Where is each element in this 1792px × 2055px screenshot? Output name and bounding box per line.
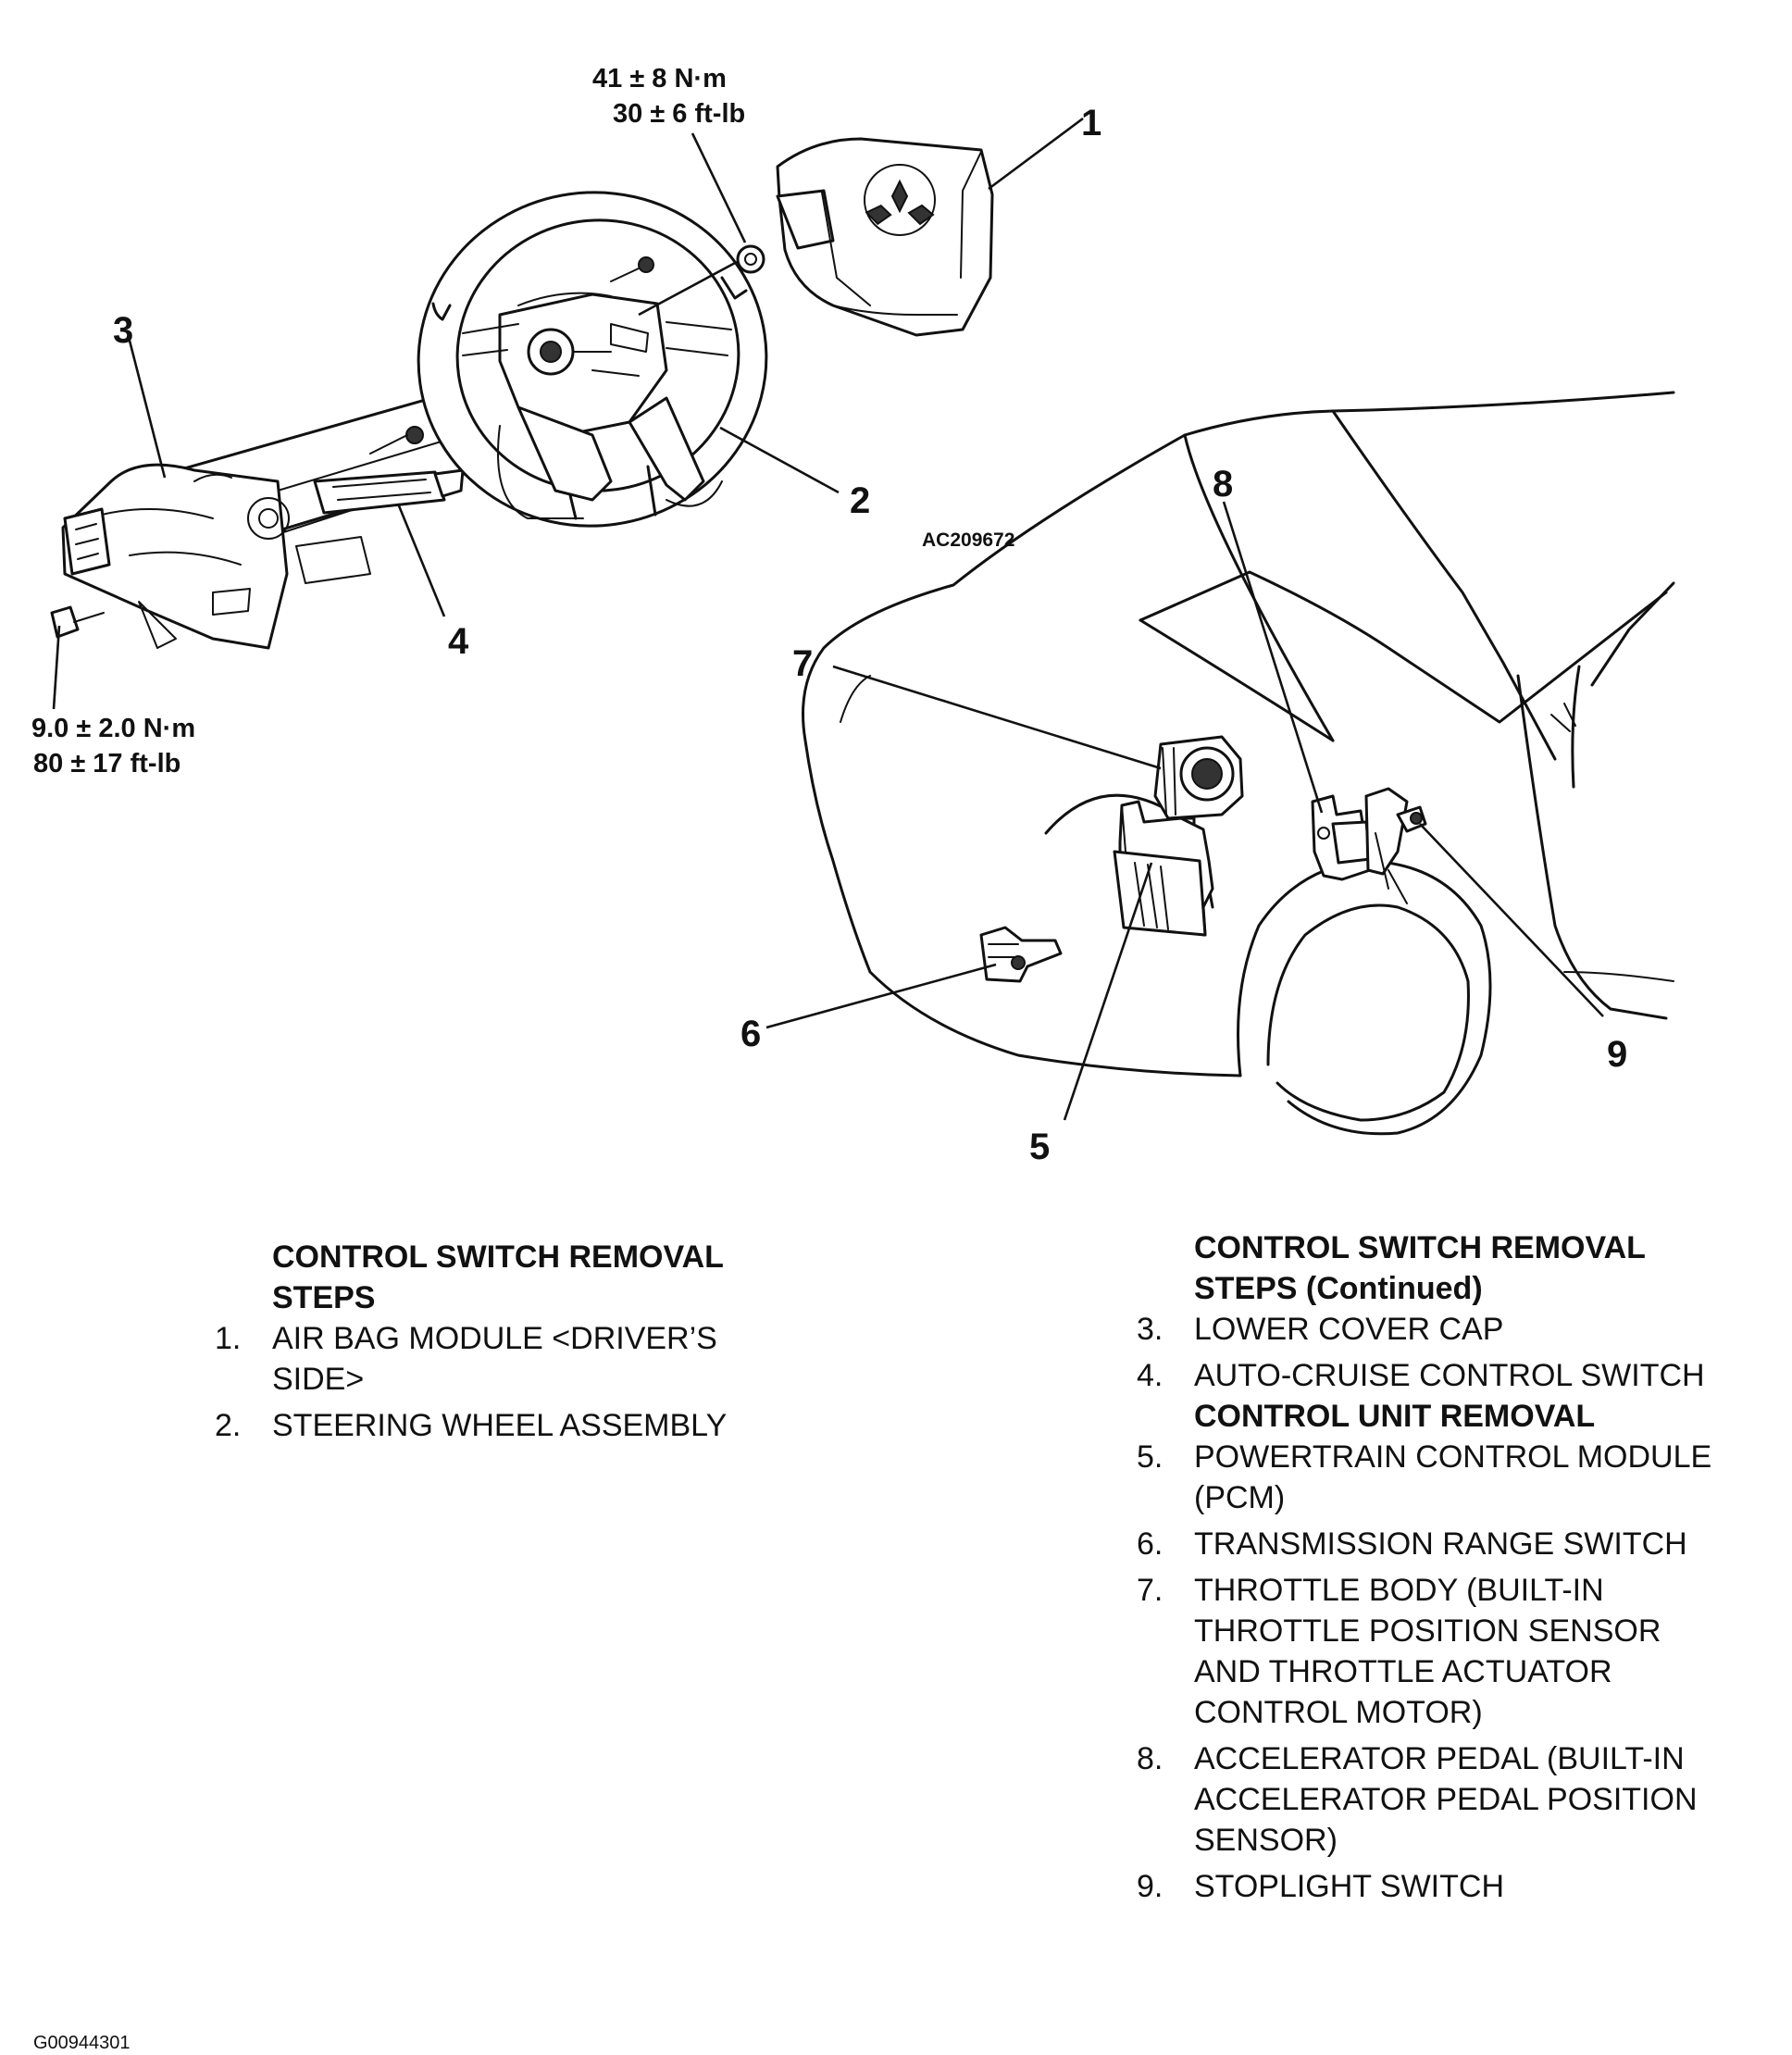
item-text: SENSOR) [1194, 1823, 1338, 1858]
torque-top-metric: 41 ± 8 N·m [592, 64, 727, 93]
accelerator-pedal [1311, 787, 1409, 904]
item-text: POWERTRAIN CONTROL MODULE [1194, 1439, 1712, 1475]
item-text: (PCM) [1194, 1480, 1286, 1515]
right-heading-line-1: CONTROL SWITCH REMOVAL [1194, 1230, 1646, 1265]
item-text: ACCELERATOR PEDAL POSITION [1194, 1782, 1698, 1817]
image-code: G00944301 [33, 2033, 131, 2053]
steering-wheel [417, 191, 768, 528]
item-number: 6. [1137, 1526, 1164, 1562]
callout-5: 5 [1029, 1127, 1050, 1167]
item-text: STEERING WHEEL ASSEMBLY [272, 1408, 728, 1443]
item-text: SIDE> [272, 1362, 365, 1397]
transmission-range-switch [979, 926, 1063, 983]
auto-cruise-switch [313, 426, 465, 515]
item-text: LOWER COVER CAP [1194, 1312, 1504, 1347]
item-text: AIR BAG MODULE <DRIVER’S [272, 1321, 717, 1356]
list-item: 9. STOPLIGHT SWITCH [1137, 1866, 1775, 1907]
item-text: ACCELERATOR PEDAL (BUILT-IN [1194, 1741, 1685, 1776]
callout-4: 4 [448, 621, 469, 662]
list-item: 1. AIR BAG MODULE <DRIVER’S SIDE> [215, 1318, 789, 1400]
item-number: 5. [1137, 1439, 1164, 1475]
steering-nut [638, 132, 765, 317]
item-number: 4. [1137, 1358, 1164, 1393]
right-subheading: CONTROL UNIT REMOVAL [1194, 1399, 1596, 1434]
callout-6: 6 [740, 1014, 761, 1054]
callout-1: 1 [1081, 103, 1101, 143]
torque-top-imperial: 30 ± 6 ft-lb [613, 99, 745, 129]
item-text: AUTO-CRUISE CONTROL SWITCH [1194, 1358, 1705, 1393]
left-heading-line-2: STEPS [272, 1280, 376, 1315]
item-number: 3. [1137, 1312, 1164, 1347]
list-item: 7. THROTTLE BODY (BUILT-IN THROTTLE POSI… [1137, 1570, 1775, 1733]
item-text: THROTTLE POSITION SENSOR [1194, 1613, 1661, 1649]
torque-bottom-imperial: 80 ± 17 ft-lb [33, 749, 180, 778]
callout-3: 3 [113, 310, 133, 351]
figure-reference: AC209672 [922, 529, 1014, 551]
item-text: AND THROTTLE ACTUATOR [1194, 1654, 1612, 1689]
air-bag-module [776, 137, 994, 337]
item-text: STOPLIGHT SWITCH [1194, 1869, 1505, 1904]
left-step-list: CONTROL SWITCH REMOVAL STEPS 1. AIR BAG … [215, 1237, 789, 1446]
item-number: 8. [1137, 1741, 1164, 1776]
torque-bottom-metric: 9.0 ± 2.0 N·m [31, 714, 195, 743]
vehicle-outline [802, 391, 1675, 1136]
list-item: 8. ACCELERATOR PEDAL (BUILT-IN ACCELERAT… [1137, 1738, 1775, 1861]
list-item: 5. POWERTRAIN CONTROL MODULE (PCM) [1137, 1437, 1775, 1518]
item-number: 7. [1137, 1573, 1164, 1608]
steering-column [50, 361, 594, 650]
callout-2: 2 [850, 480, 870, 521]
stoplight-switch [1396, 805, 1427, 833]
list-item: 4. AUTO-CRUISE CONTROL SWITCH [1137, 1355, 1775, 1396]
list-item: 6. TRANSMISSION RANGE SWITCH [1137, 1524, 1775, 1564]
right-step-list: CONTROL SWITCH REMOVAL STEPS (Continued)… [1137, 1227, 1775, 1907]
list-item: 3. LOWER COVER CAP [1137, 1309, 1775, 1350]
callout-numbers: 1 2 3 4 5 6 7 8 9 [113, 103, 1627, 1167]
callout-9: 9 [1607, 1034, 1627, 1075]
powertrain-control-module [1113, 800, 1214, 937]
callout-8: 8 [1213, 464, 1233, 504]
item-text: TRANSMISSION RANGE SWITCH [1194, 1526, 1687, 1562]
item-number: 9. [1137, 1869, 1164, 1904]
list-item: 2. STEERING WHEEL ASSEMBLY [215, 1405, 789, 1446]
right-heading-line-2: STEPS (Continued) [1194, 1271, 1483, 1306]
item-number: 2. [215, 1408, 242, 1443]
item-text: THROTTLE BODY (BUILT-IN [1194, 1573, 1604, 1608]
callout-7: 7 [792, 643, 813, 684]
item-number: 1. [215, 1321, 242, 1356]
leader-lines [52, 117, 1604, 1121]
item-text: CONTROL MOTOR) [1194, 1695, 1483, 1730]
left-heading-line-1: CONTROL SWITCH REMOVAL [272, 1239, 724, 1275]
